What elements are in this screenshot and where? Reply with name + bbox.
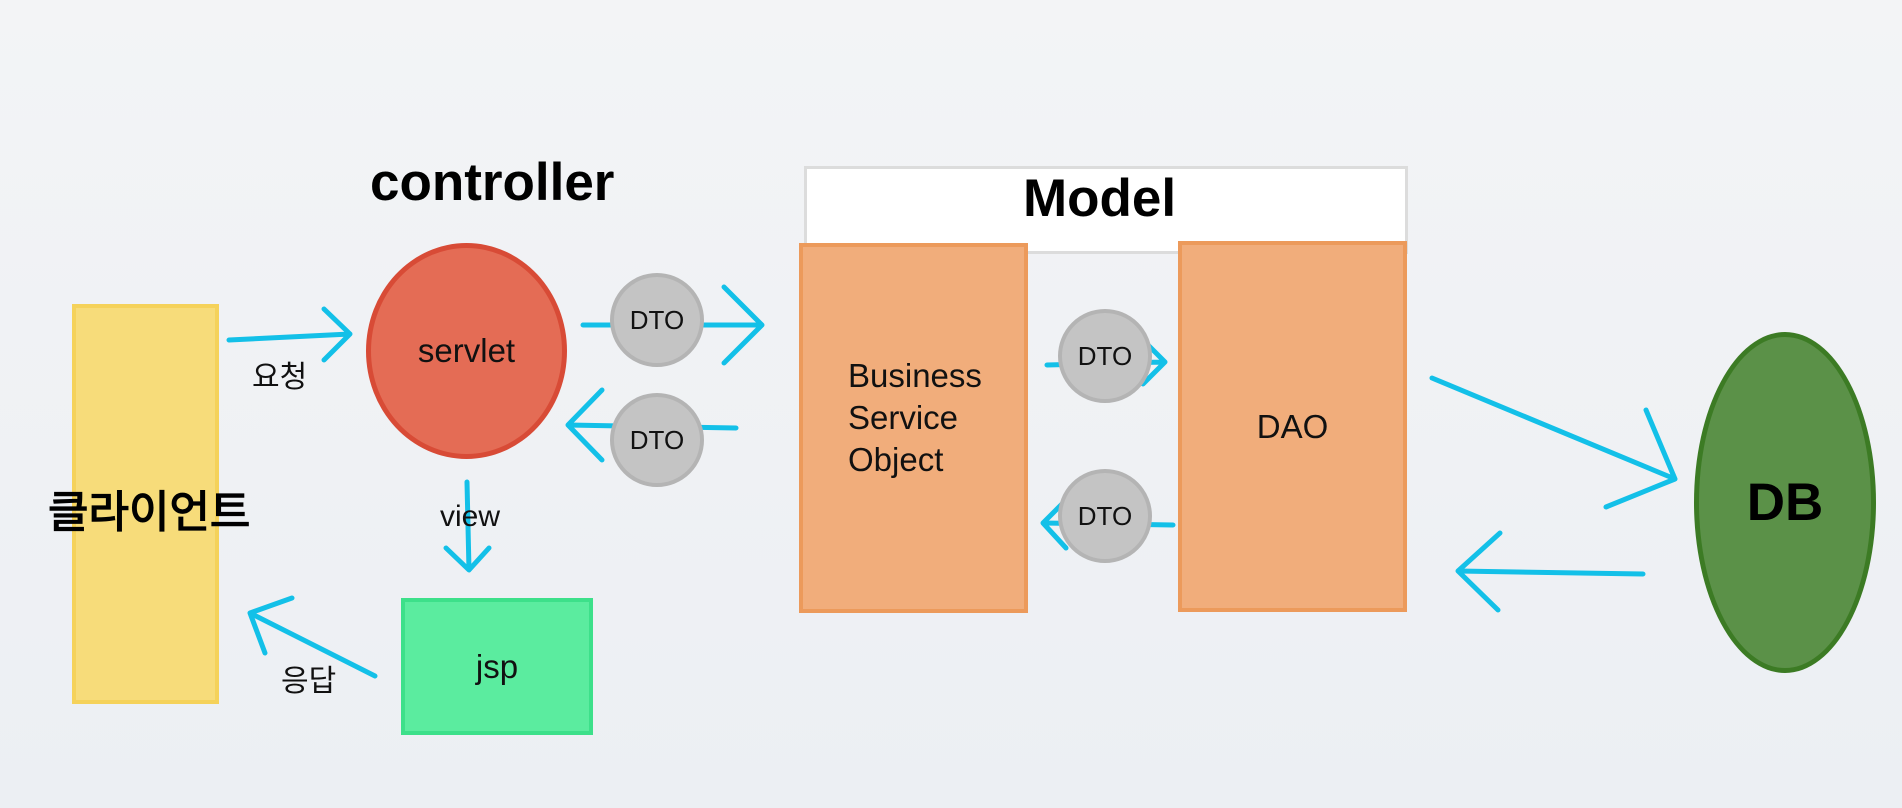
db-node: DB: [1694, 332, 1876, 673]
db-to-dao-arrow: [1455, 530, 1646, 613]
view-arrow: [443, 479, 492, 573]
dto-dao-to-bso: DTO: [1058, 469, 1152, 563]
dto-label: DTO: [629, 424, 685, 455]
business-service-object-node: [799, 243, 1028, 613]
dto-bso-to-servlet: DTO: [610, 393, 704, 487]
view-label: view: [440, 500, 501, 533]
servlet-node: servlet: [366, 243, 567, 459]
dto-label: DTO: [1077, 500, 1133, 531]
response-arrow: [247, 595, 378, 679]
request-arrow: [226, 306, 353, 363]
servlet-label: servlet: [417, 332, 516, 369]
dto-label: DTO: [629, 304, 685, 335]
business-service-object-label: Business Service Object: [848, 357, 982, 478]
request-label: 요청: [252, 360, 308, 395]
dao-label: DAO: [1256, 407, 1329, 445]
jsp-label: jsp: [475, 647, 519, 685]
dao-node: DAO: [1178, 241, 1407, 612]
model-container: [804, 166, 1408, 254]
model-title: Model: [1023, 169, 1177, 228]
dao-to-db-arrow: [1429, 375, 1678, 510]
dto-bso-to-dao: DTO: [1058, 309, 1152, 403]
response-label: 응답: [281, 664, 337, 699]
controller-title: controller: [370, 153, 615, 212]
jsp-node: jsp: [401, 598, 593, 735]
client-label: 클라이언트: [48, 487, 251, 538]
dto-label: DTO: [1077, 340, 1133, 371]
dto-servlet-to-bso: DTO: [610, 273, 704, 367]
db-label: DB: [1746, 473, 1824, 532]
client-box: [72, 304, 219, 704]
